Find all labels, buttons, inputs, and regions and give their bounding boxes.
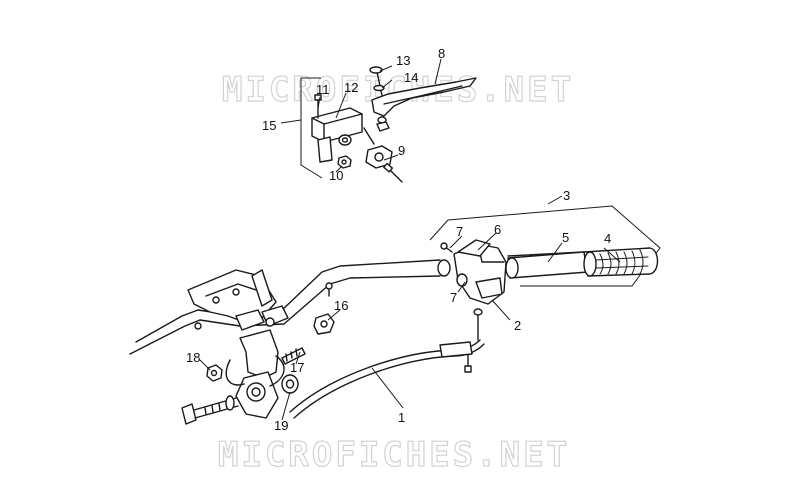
bolt-17 bbox=[281, 347, 306, 365]
throttle-cable bbox=[289, 308, 485, 419]
callout-16: 16 bbox=[334, 298, 348, 313]
washer-nut-19 bbox=[281, 374, 299, 394]
callout-9: 9 bbox=[398, 143, 405, 158]
callout-7-lower: 7 bbox=[450, 290, 457, 305]
master-cylinder-body bbox=[311, 107, 363, 143]
callout-labels: 1 2 3 4 5 6 7 7 8 9 10 11 12 13 14 15 16… bbox=[186, 46, 611, 433]
watermark-bottom: MICROFICHES.NET bbox=[218, 435, 570, 475]
master-cylinder-outlet bbox=[317, 136, 333, 163]
leader-lines bbox=[199, 58, 621, 421]
callout-11: 11 bbox=[316, 82, 330, 97]
callout-4: 4 bbox=[604, 231, 611, 246]
callout-1: 1 bbox=[398, 410, 405, 425]
brake-lever bbox=[371, 77, 477, 117]
callout-17: 17 bbox=[290, 360, 304, 375]
callout-8: 8 bbox=[438, 46, 445, 61]
master-cylinder-assembly bbox=[280, 66, 477, 183]
handlebar-clamp-bracket bbox=[187, 269, 289, 419]
callout-3: 3 bbox=[563, 188, 570, 203]
callout-14: 14 bbox=[404, 70, 418, 85]
callout-6: 6 bbox=[494, 222, 501, 237]
callout-10: 10 bbox=[329, 168, 343, 183]
callout-12: 12 bbox=[344, 80, 358, 95]
callout-13: 13 bbox=[396, 53, 410, 68]
callout-18: 18 bbox=[186, 350, 200, 365]
callout-5: 5 bbox=[562, 230, 569, 245]
group-3-bracket bbox=[429, 205, 661, 287]
group-15-bracket bbox=[300, 77, 323, 179]
throttle-grip-assembly bbox=[429, 195, 661, 305]
housing-cover bbox=[457, 239, 491, 257]
callout-19: 19 bbox=[274, 418, 288, 433]
callout-15: 15 bbox=[262, 118, 276, 133]
long-bolt bbox=[181, 395, 239, 425]
callout-7-upper: 7 bbox=[456, 224, 463, 239]
callout-2: 2 bbox=[514, 318, 521, 333]
